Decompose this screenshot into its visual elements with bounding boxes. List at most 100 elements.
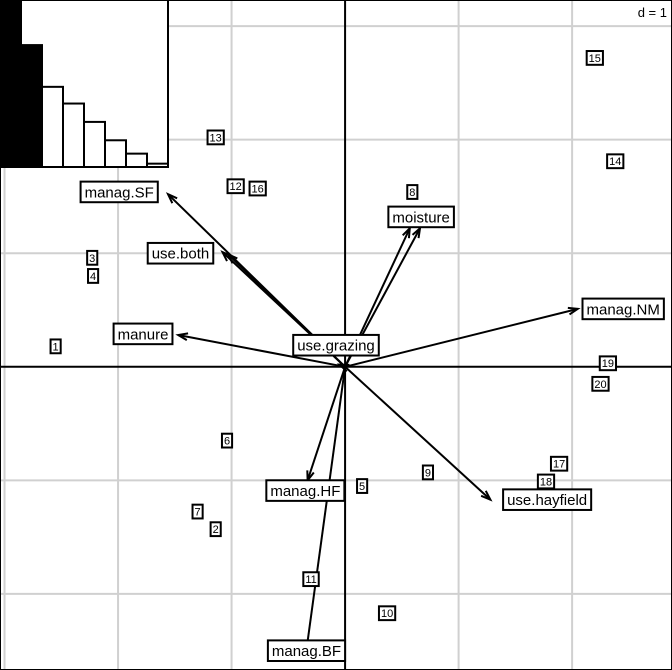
point-label-box [598, 355, 618, 372]
point-label-text: 12 [230, 181, 242, 193]
arrow-head [165, 192, 178, 204]
variable-label-box [79, 180, 159, 204]
point-label: 18 [536, 473, 556, 490]
point-label-box [421, 464, 435, 481]
point-label: 11 [302, 571, 320, 588]
point-label-box [248, 180, 267, 197]
arrow-head [226, 252, 238, 264]
eigenvalue-bar [104, 139, 127, 168]
variable-label: moisture [387, 205, 455, 229]
point-label-box [606, 153, 625, 170]
point-label: 14 [606, 153, 625, 170]
variable-label-box [292, 333, 380, 357]
point-label: 2 [209, 521, 222, 538]
point-label-box [226, 178, 245, 195]
variable-label: use.grazing [292, 333, 380, 357]
variable-label: manag.SF [79, 180, 159, 204]
point-label-box [49, 338, 62, 355]
point-label-text: 1 [53, 341, 59, 353]
point-label-text: 13 [210, 132, 222, 144]
arrow-line [344, 307, 579, 368]
scale-label-bg [608, 3, 670, 21]
variable-label: manag.HF [265, 479, 346, 502]
point-label: 15 [585, 50, 604, 66]
point-label-text: 7 [195, 507, 201, 519]
arrow-head [336, 363, 350, 372]
point-label-text: 8 [409, 187, 415, 199]
variable-label: use.hayfield [502, 488, 593, 511]
point-label-text: 9 [425, 467, 431, 479]
point-label-text: 2 [213, 524, 219, 536]
point-label: 5 [356, 478, 369, 494]
point-label: 13 [206, 129, 225, 146]
arrows [165, 192, 581, 653]
variable-label-box [146, 241, 215, 265]
point-label: 6 [220, 432, 234, 449]
point-label-box [220, 432, 234, 449]
point-label-box [591, 375, 610, 392]
point-label-text: 14 [609, 156, 621, 168]
point-label-text: 20 [594, 379, 606, 391]
variable-label-box [581, 297, 665, 321]
variable-labels: manag.SF use.both manure moisture manag.NM us… [79, 180, 665, 662]
point-label-box [377, 605, 397, 622]
point-label-text: 10 [381, 608, 393, 620]
variable-label-box [502, 488, 593, 511]
point-label-text: 15 [589, 53, 601, 65]
point-label-box [302, 571, 320, 588]
point-label-text: 5 [359, 481, 365, 493]
point-label-text: 17 [553, 459, 565, 471]
point-label-box [209, 521, 222, 538]
point-label-text: 3 [89, 253, 95, 265]
variable-label-text: manag.SF [85, 184, 154, 201]
variable-label-text: use.both [152, 246, 210, 263]
variable-label: manag.BF [266, 639, 347, 662]
point-label: 19 [598, 355, 618, 372]
point-label: 20 [591, 375, 610, 392]
variable-label-box [112, 322, 174, 346]
point-label: 8 [406, 184, 419, 200]
point-label-text: 6 [224, 436, 230, 448]
variable-label-text: moisture [392, 209, 450, 226]
point-label-box [585, 50, 604, 66]
point-label-box [406, 184, 419, 200]
scale-label: d = 1 [638, 5, 667, 20]
point-label: 17 [549, 455, 569, 472]
point-label: 10 [377, 605, 397, 622]
point-label-text: 19 [602, 358, 614, 370]
arrow-head [401, 225, 412, 239]
point-label-box [206, 129, 225, 146]
point-label: 7 [191, 503, 204, 520]
variable-label-text: manag.HF [270, 483, 340, 500]
eigenvalue-bar [125, 152, 148, 168]
variable-label-box [387, 205, 455, 229]
variable-label: use.both [146, 241, 215, 265]
point-label: 9 [421, 464, 435, 481]
point-label: 16 [248, 180, 267, 197]
point-label: 1 [49, 338, 62, 355]
arrow-line [305, 366, 347, 650]
point-label-text: 4 [90, 271, 96, 283]
arrow-head [480, 490, 493, 502]
point-label-box [549, 455, 569, 472]
variable-label: manure [112, 322, 174, 346]
eigenvalue-bar [62, 102, 85, 168]
variable-label-text: use.grazing [297, 338, 375, 355]
eigenvalue-inset [0, 0, 169, 169]
variable-label-text: use.hayfield [507, 492, 587, 509]
point-label-box [86, 249, 99, 266]
variable-label-box [266, 639, 347, 662]
arrow-head [175, 332, 189, 341]
variable-label: manag.NM [581, 297, 665, 321]
eigenvalue-bar [0, 0, 22, 168]
point-label-box [87, 268, 100, 284]
variable-label-text: manure [118, 326, 169, 343]
point-label-box [191, 503, 204, 520]
arrow-line [306, 366, 347, 481]
eigenvalue-bar [41, 85, 64, 168]
point-label: 3 [86, 249, 99, 266]
eigenvalue-bar [20, 44, 43, 169]
variable-label-text: manag.NM [587, 301, 660, 318]
eigenvalue-bar [83, 120, 106, 169]
